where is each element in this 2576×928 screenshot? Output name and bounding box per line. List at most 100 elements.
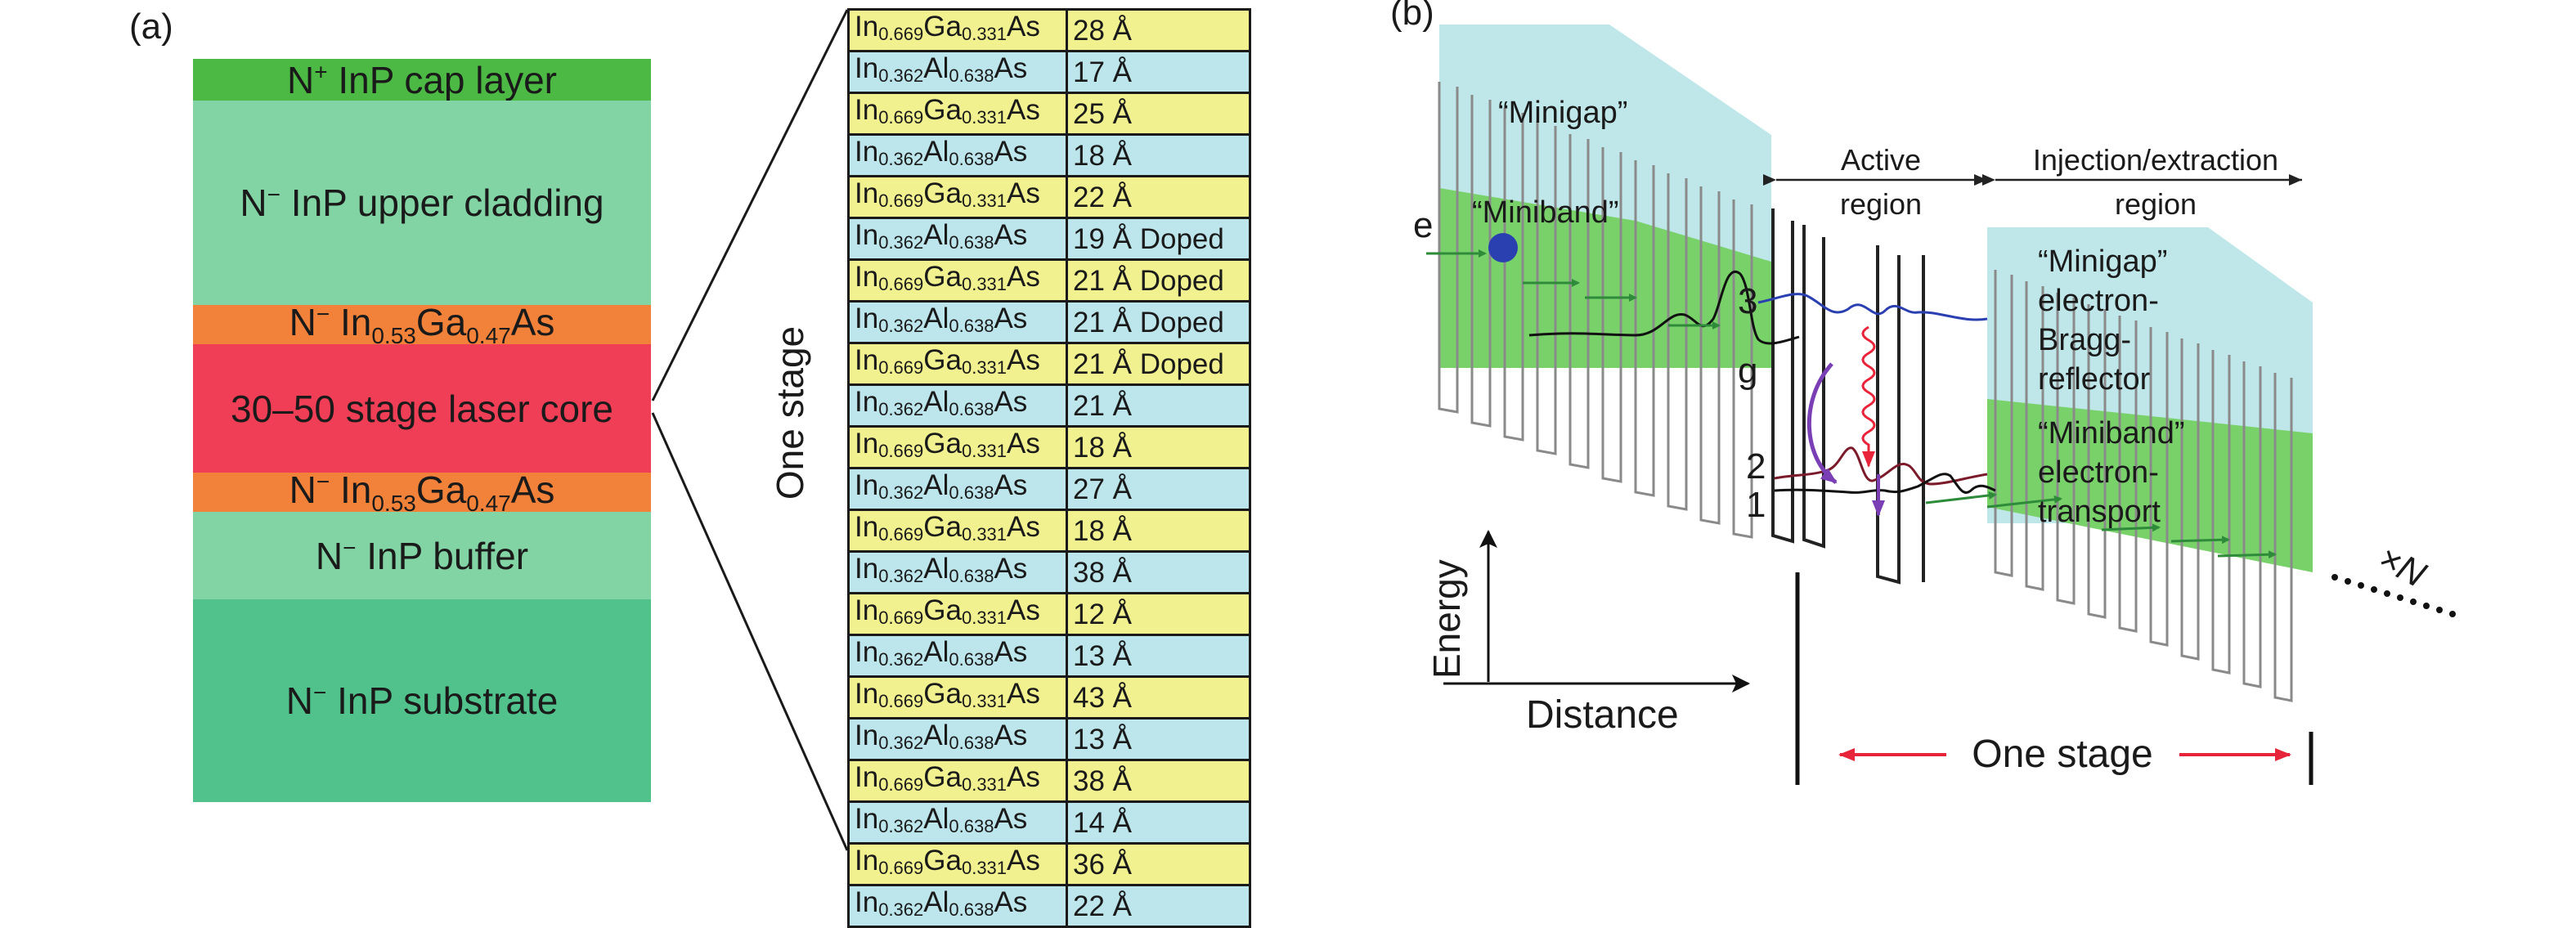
layer-substrate: N− InP substrate xyxy=(193,599,651,802)
layer-stack: N+ InP cap layer N− InP upper cladding N… xyxy=(193,59,651,802)
material-cell: In0.669Ga0.331As xyxy=(847,8,1068,52)
layer-label: N− InP substrate xyxy=(285,679,559,722)
layer-ingaas-upper: N− In0.53Ga0.47As xyxy=(193,301,651,348)
minigap-right-label-2: electron- xyxy=(2038,284,2159,318)
thickness-cell: 21 Å xyxy=(1066,383,1251,428)
energy-label: Energy xyxy=(1425,559,1468,679)
thickness-cell: 14 Å xyxy=(1066,800,1251,845)
barrier-tooth xyxy=(2149,327,2169,647)
injection-region-label-2: region xyxy=(2115,187,2197,221)
barrier-tooth xyxy=(1667,173,1688,511)
layer-upper-cladding: N− InP upper cladding xyxy=(193,101,651,305)
barrier-tooth xyxy=(1536,121,1557,455)
barrier-tooth xyxy=(1438,82,1459,414)
minigap-left-label: “Minigap” xyxy=(1498,96,1627,130)
material-cell: In0.362Al0.638As xyxy=(847,800,1068,845)
layer-ingaas-lower: N− In0.53Ga0.47As xyxy=(193,468,651,516)
thickness-cell: 17 Å xyxy=(1066,50,1251,94)
thickness-cell: 13 Å xyxy=(1066,634,1251,678)
repeat-dots xyxy=(2331,574,2456,617)
barrier-tooth xyxy=(1601,147,1622,483)
level-2-label: 2 xyxy=(1746,446,1766,486)
thickness-cell: 12 Å xyxy=(1066,592,1251,636)
band-diagram: (b) “Minigap” “Miniband” e Active region… xyxy=(1390,0,2456,785)
material-cell: In0.362Al0.638As xyxy=(847,300,1068,344)
material-cell: In0.669Ga0.331As xyxy=(847,509,1068,553)
material-cell: In0.669Ga0.331As xyxy=(847,759,1068,803)
thickness-cell: 22 Å xyxy=(1066,175,1251,219)
photon-emission-icon xyxy=(1861,325,1876,468)
layer-label: N− InP buffer xyxy=(315,534,529,577)
barrier-tooth xyxy=(1732,199,1753,539)
material-cell: In0.669Ga0.331As xyxy=(847,342,1068,386)
thickness-cell: 22 Å xyxy=(1066,884,1251,928)
thickness-cell: 21 Å Doped xyxy=(1066,258,1251,303)
barrier-tooth xyxy=(2180,338,2200,661)
barrier-tooth xyxy=(2242,361,2262,688)
superlattice-left xyxy=(1438,82,1753,539)
thickness-cell: 28 Å xyxy=(1066,8,1251,52)
material-cell: In0.669Ga0.331As xyxy=(847,675,1068,720)
transition-arrow-g-to-1 xyxy=(1807,362,1838,484)
thickness-cell: 43 Å xyxy=(1066,675,1251,720)
wavefunction-3 xyxy=(1757,293,1988,321)
material-cell: In0.669Ga0.331As xyxy=(847,592,1068,636)
zoom-line-bottom xyxy=(651,412,849,851)
material-cell: In0.362Al0.638As xyxy=(847,383,1068,428)
thickness-cell: 27 Å xyxy=(1066,467,1251,511)
panel-b-label: (b) xyxy=(1390,0,1434,33)
thickness-cell: 18 Å xyxy=(1066,509,1251,553)
layer-label: N− In0.53Ga0.47As xyxy=(289,300,555,349)
thickness-cell: 38 Å xyxy=(1066,759,1251,803)
zoom-line-top xyxy=(651,9,849,401)
layer-laser-core: 30–50 stage laser core xyxy=(193,344,651,473)
layer-label: N− In0.53Ga0.47As xyxy=(289,468,555,517)
layer-label: N− InP upper cladding xyxy=(240,182,604,224)
thickness-cell: 25 Å xyxy=(1066,92,1251,136)
layer-cap: N+ InP cap layer xyxy=(193,59,651,101)
material-cell: In0.669Ga0.331As xyxy=(847,92,1068,136)
barrier-tooth xyxy=(1699,186,1721,525)
active-region-barriers xyxy=(1771,208,1925,585)
minigap-right-label-4: reflector xyxy=(2038,362,2151,397)
injection-region-label-1: Injection/extraction xyxy=(2033,143,2278,177)
material-cell: In0.362Al0.638As xyxy=(847,50,1068,94)
material-cell: In0.362Al0.638As xyxy=(847,217,1068,261)
material-cell: In0.669Ga0.331As xyxy=(847,258,1068,303)
barrier-tooth xyxy=(1568,134,1590,469)
thickness-cell: 18 Å xyxy=(1066,425,1251,469)
material-cell: In0.362Al0.638As xyxy=(847,550,1068,594)
one-stage-label: One stage xyxy=(1972,733,2152,776)
material-cell: In0.669Ga0.331As xyxy=(847,425,1068,469)
miniband-right-label-3: transport xyxy=(2038,495,2161,529)
repeat-label: ×N xyxy=(2372,538,2432,595)
panel-a-label: (a) xyxy=(129,7,173,47)
layer-label: 30–50 stage laser core xyxy=(231,387,613,430)
material-cell: In0.362Al0.638As xyxy=(847,133,1068,177)
active-region-label-1: Active xyxy=(1841,143,1921,177)
thickness-cell: 21 Å Doped xyxy=(1066,300,1251,344)
material-cell: In0.362Al0.638As xyxy=(847,634,1068,678)
minigap-right-label-3: Bragg- xyxy=(2038,323,2131,357)
miniband-right-label-2: electron- xyxy=(2038,455,2159,490)
barrier-tooth xyxy=(1503,108,1524,442)
electron-label: e xyxy=(1413,205,1433,245)
layer-buffer: N− InP buffer xyxy=(193,512,651,599)
